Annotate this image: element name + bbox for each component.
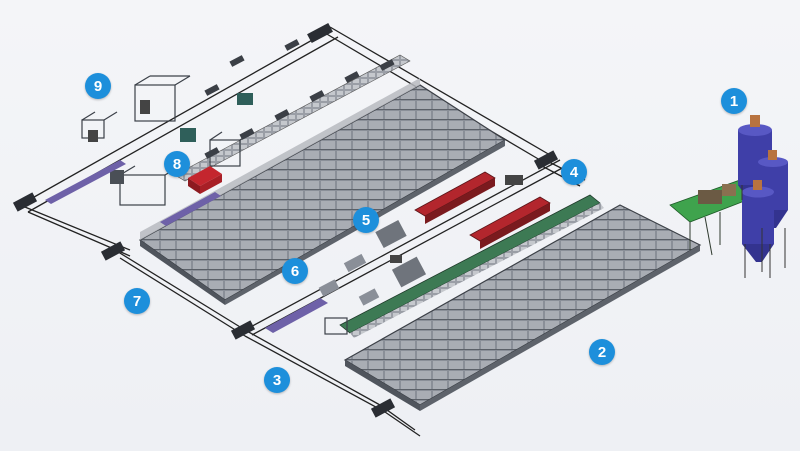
top-conveyor-line bbox=[174, 39, 411, 182]
callout-4: 4 bbox=[561, 159, 587, 185]
rail-end-clamps bbox=[12, 22, 559, 418]
transfer-conveyor bbox=[265, 253, 402, 335]
callout-8: 8 bbox=[164, 151, 190, 177]
batching-plant bbox=[669, 179, 761, 256]
press-line-upper bbox=[375, 171, 523, 249]
callout-7: 7 bbox=[124, 288, 150, 314]
cement-silos bbox=[738, 115, 788, 278]
callout-5: 5 bbox=[353, 207, 379, 233]
red-packing-unit bbox=[188, 166, 222, 194]
robot-cells bbox=[88, 93, 253, 184]
callout-6: 6 bbox=[282, 258, 308, 284]
curing-rack-right bbox=[343, 204, 702, 411]
press-line-lower bbox=[391, 196, 551, 288]
callout-3: 3 bbox=[264, 367, 290, 393]
callout-9: 9 bbox=[85, 73, 111, 99]
callout-1: 1 bbox=[721, 88, 747, 114]
purple-conveyor bbox=[45, 160, 221, 226]
robot-palletizer-area bbox=[81, 75, 253, 206]
callout-2: 2 bbox=[589, 339, 615, 365]
